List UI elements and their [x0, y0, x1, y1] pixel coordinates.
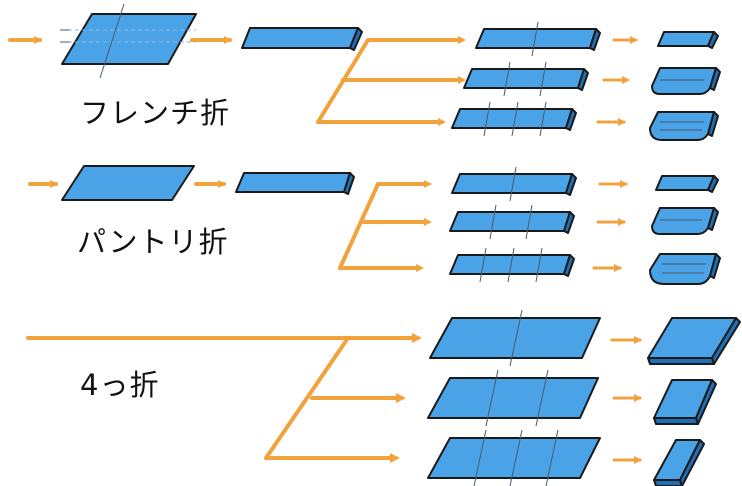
- quarter-fold-section: [26, 309, 741, 486]
- branch-arrows: [338, 182, 428, 270]
- strip-four-panel: [451, 101, 577, 137]
- strip-four-panel: [449, 247, 575, 283]
- folded-strip: [241, 27, 363, 51]
- pantry-fold-section: [28, 165, 721, 285]
- unfolded-sheet: [60, 3, 197, 79]
- result-half: [647, 317, 741, 365]
- sheet-one-fold: [429, 309, 601, 367]
- branch-arrows: [264, 336, 350, 460]
- pantry-fold-label: パントリ折: [77, 225, 229, 259]
- quarter-fold-label: 4っ折: [80, 368, 160, 402]
- sheet-two-folds: [427, 369, 599, 427]
- result-folded-twice: [651, 67, 721, 95]
- branch-arrows: [316, 38, 462, 124]
- result-quarter: [653, 439, 705, 486]
- strip-three-panel: [463, 61, 589, 97]
- sheet-three-folds: [427, 429, 601, 486]
- result-folded-thrice: [649, 253, 721, 285]
- unfolded-sheet: [61, 165, 195, 201]
- strip-two-panel: [451, 166, 577, 202]
- result-folded-thrice: [649, 111, 719, 141]
- french-fold-section: [8, 3, 721, 141]
- strip-two-panel: [475, 21, 601, 57]
- result-folded-twice: [651, 207, 719, 235]
- folded-strip: [235, 172, 355, 195]
- french-fold-label: フレンチ折: [80, 96, 231, 130]
- strip-three-panel: [449, 204, 575, 240]
- result-folded-once: [657, 31, 719, 49]
- result-third: [653, 379, 717, 425]
- result-folded-once: [655, 175, 719, 193]
